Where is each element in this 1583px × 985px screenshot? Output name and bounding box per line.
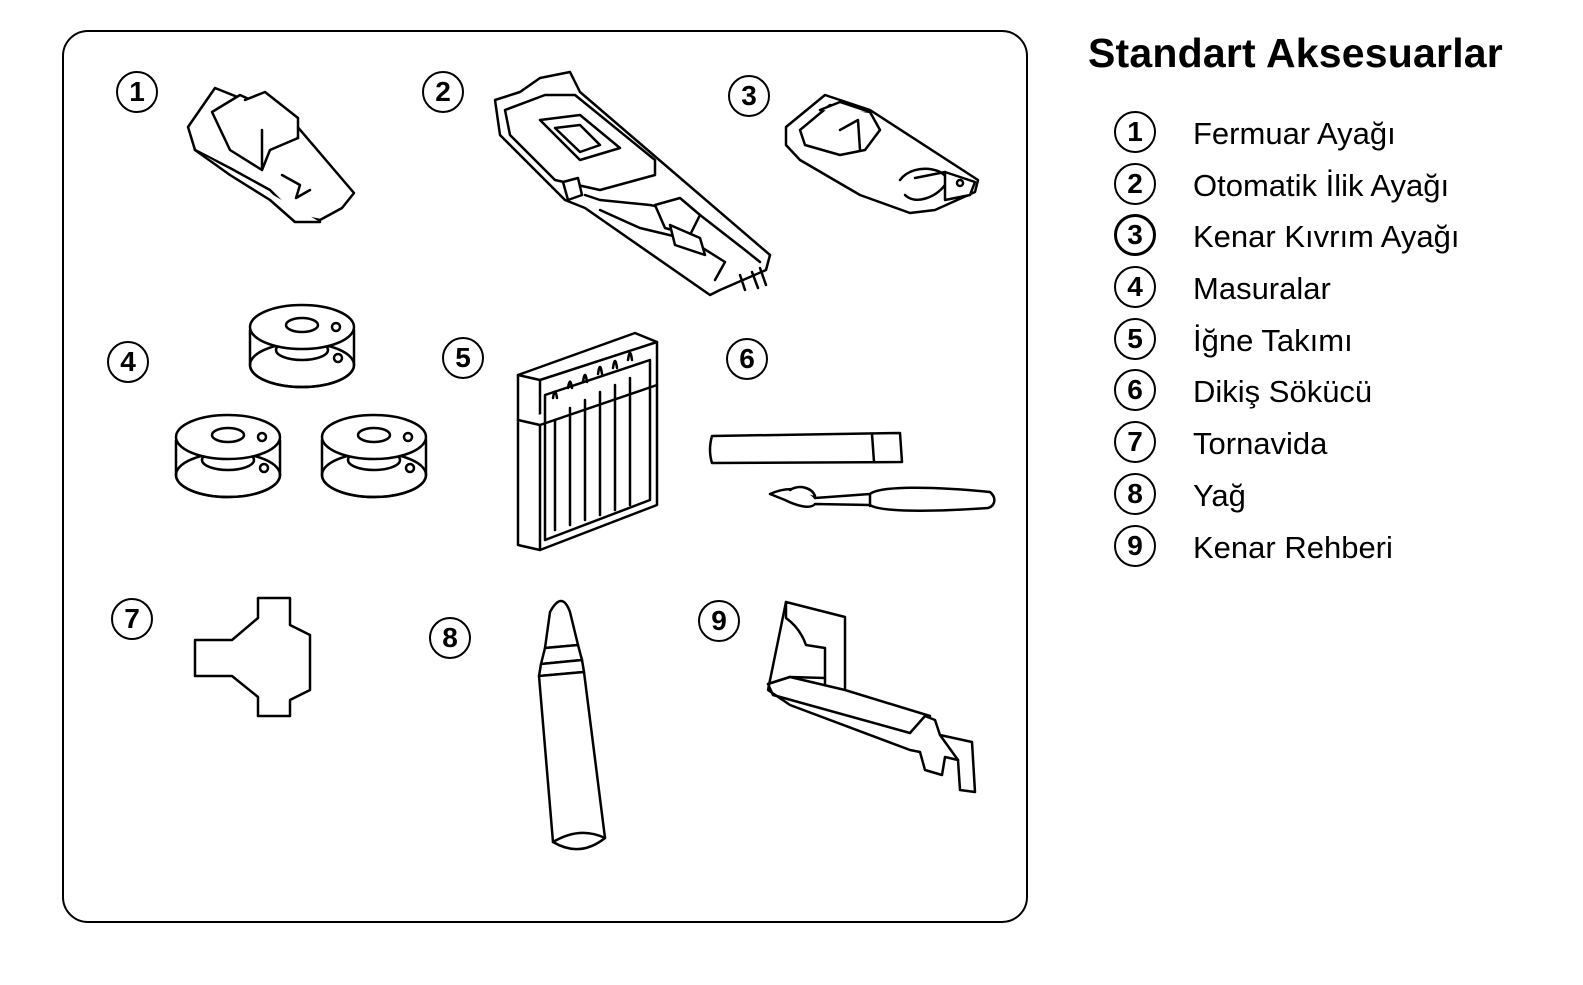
legend-label: Yağ [1193, 477, 1246, 513]
buttonhole-foot-drawing [493, 70, 772, 297]
legend-item-zipper-foot: 1 Fermuar Ayağı [1114, 110, 1534, 162]
illustration-badge-7: 7 [111, 598, 153, 640]
legend-label: Otomatik İlik Ayağı [1193, 167, 1450, 203]
legend-item-hemmer-foot: 3 Kenar Kıvrım Ayağı [1114, 213, 1534, 265]
legend-number: 1 [1114, 111, 1156, 153]
accessories-panel [62, 30, 1028, 923]
legend-label: Dikiş Sökücü [1193, 374, 1373, 410]
legend-number: 2 [1114, 162, 1156, 205]
legend-number: 9 [1114, 524, 1156, 567]
illustration-badge-5: 5 [442, 337, 484, 379]
legend-item-bobbins: 4 Masuralar [1114, 265, 1534, 317]
seam-ripper-drawing [708, 431, 996, 512]
legend-item-edge-guide: 9 Kenar Rehberi [1114, 524, 1534, 576]
legend-item-screwdriver: 7 Tornavida [1114, 420, 1534, 472]
legend-number: 4 [1114, 266, 1156, 309]
illustration-badge-6: 6 [726, 338, 768, 380]
legend-item-buttonhole-foot: 2 Otomatik İlik Ayağı [1114, 162, 1534, 214]
legend-item-needle-set: 5 İğne Takımı [1114, 317, 1534, 369]
legend-number: 5 [1114, 317, 1156, 360]
hemmer-foot-drawing [784, 93, 980, 215]
legend-number: 3 [1114, 214, 1156, 257]
legend-label: Kenar Rehberi [1193, 529, 1393, 565]
illustration-badge-1: 1 [116, 71, 158, 113]
bobbins-drawing [174, 303, 428, 499]
legend-title: Standart Aksesuarlar [1088, 30, 1503, 76]
illustration-badge-4: 4 [107, 341, 149, 383]
oil-bottle-drawing [537, 599, 607, 851]
legend-number: 6 [1114, 369, 1156, 412]
legend-number: 7 [1114, 421, 1156, 464]
needle-pack-drawing [516, 331, 659, 552]
zipper-foot-drawing [186, 86, 356, 224]
legend-label: Fermuar Ayağı [1193, 116, 1396, 151]
legend-item-seam-ripper: 6 Dikiş Sökücü [1114, 368, 1534, 420]
legend-item-oil: 8 Yağ [1114, 472, 1534, 524]
legend-label: Kenar Kıvrım Ayağı [1193, 219, 1460, 255]
illustration-badge-2: 2 [422, 71, 464, 113]
edge-guide-drawing [766, 600, 977, 794]
illustration-badge-8: 8 [429, 617, 471, 659]
legend-label: Tornavida [1193, 426, 1328, 462]
illustration-badge-3: 3 [728, 75, 770, 117]
screwdriver-drawing [193, 596, 312, 718]
legend-label: İğne Takımı [1193, 322, 1353, 358]
accessories-legend: 1 Fermuar Ayağı 2 Otomatik İlik Ayağı 3 … [1114, 110, 1534, 575]
legend-number: 8 [1114, 472, 1156, 515]
illustration-badge-9: 9 [698, 600, 740, 642]
legend-label: Masuralar [1193, 271, 1331, 307]
